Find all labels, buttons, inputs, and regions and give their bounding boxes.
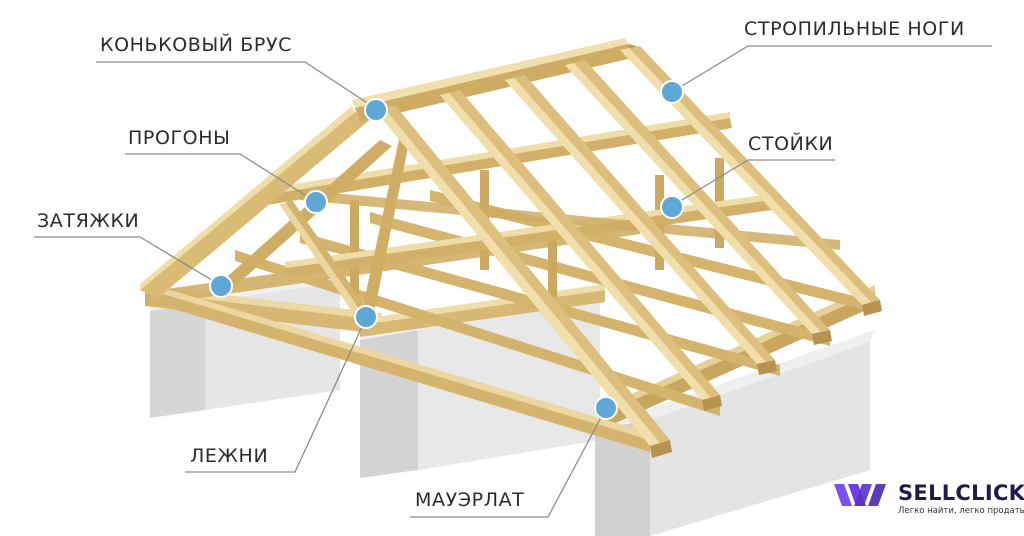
leader-lines bbox=[34, 45, 992, 518]
leader-posts bbox=[671, 159, 835, 207]
marker-posts bbox=[660, 195, 684, 219]
label-wall-plate: МАУЭРЛАТ bbox=[415, 489, 525, 511]
marker-purlins bbox=[304, 190, 328, 214]
leader-ridge bbox=[96, 61, 376, 109]
leader-sleepers bbox=[185, 317, 367, 473]
leader-rafters bbox=[671, 45, 992, 93]
label-sleepers: ЛЕЖНИ bbox=[190, 445, 269, 467]
label-ridge-beam: КОНЬКОВЫЙ БРУС bbox=[100, 34, 292, 56]
sellclick-logo-icon bbox=[834, 484, 886, 506]
marker-ridge bbox=[364, 98, 388, 122]
brand-logo: SELLCLICK Легко найти, легко продать bbox=[834, 478, 1024, 530]
label-purlins: ПРОГОНЫ bbox=[128, 127, 231, 149]
marker-rafters bbox=[660, 80, 684, 104]
markers bbox=[209, 80, 684, 420]
leader-wall-plate bbox=[410, 407, 607, 518]
marker-ties bbox=[209, 274, 233, 298]
label-posts: СТОЙКИ bbox=[748, 133, 834, 155]
marker-sleepers bbox=[354, 305, 378, 329]
rafters bbox=[375, 46, 882, 458]
leader-ties bbox=[34, 236, 221, 286]
label-ties: ЗАТЯЖКИ bbox=[37, 210, 140, 232]
label-rafters: СТРОПИЛЬНЫЕ НОГИ bbox=[744, 18, 965, 40]
struts bbox=[280, 200, 375, 326]
wall-right bbox=[595, 330, 875, 536]
marker-wall-plate bbox=[594, 396, 618, 420]
brand-tagline: Легко найти, легко продать bbox=[898, 506, 1024, 516]
leader-purlins bbox=[125, 153, 317, 203]
brand-name: SELLCLICK bbox=[898, 481, 1024, 505]
gable-rafters-left bbox=[140, 106, 410, 322]
